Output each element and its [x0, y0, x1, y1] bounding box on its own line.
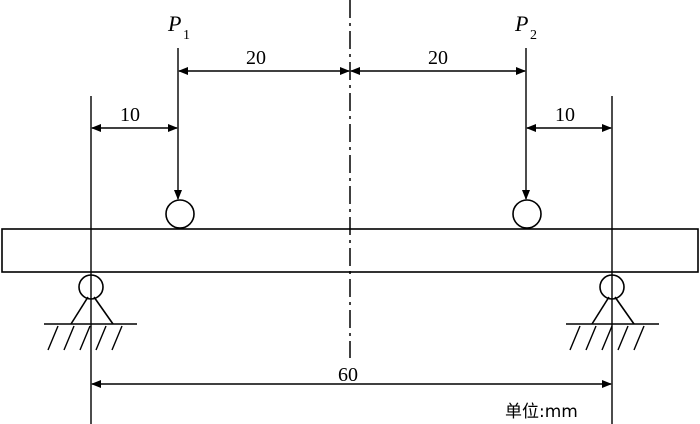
load-label-p1-subscript: 1 [183, 28, 190, 43]
right-pin-support [566, 274, 659, 351]
left-pin-support [44, 274, 137, 351]
load-roller-right [512, 199, 542, 229]
load-label-p1: P [167, 11, 181, 36]
dim-label-left-20: 20 [246, 47, 266, 69]
load-roller-left [165, 199, 195, 229]
unit-label: 单位:mm [505, 402, 578, 422]
load-label-p2-subscript: 2 [530, 28, 537, 43]
load-label-p2: P [514, 11, 528, 36]
dim-label-left-10: 10 [120, 104, 140, 126]
dim-label-right-10: 10 [555, 104, 575, 126]
dim-label-right-20: 20 [428, 47, 448, 69]
dim-label-span-60: 60 [338, 364, 358, 386]
